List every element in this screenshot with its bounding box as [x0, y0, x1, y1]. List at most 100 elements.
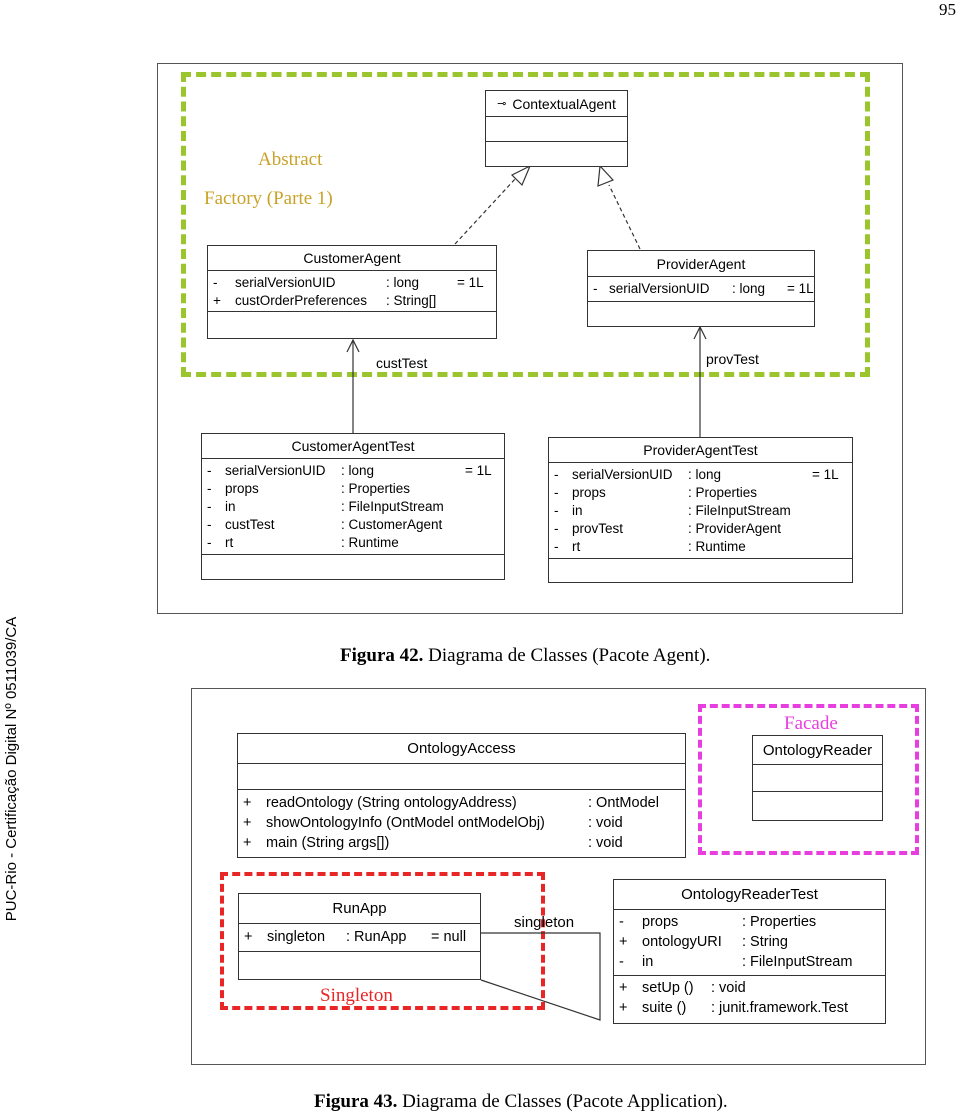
page-number: 95	[939, 0, 956, 19]
attribute-name: rt	[572, 539, 581, 554]
attributes-section: + singleton : RunApp = null	[239, 924, 480, 952]
realization-arrowhead-customer	[510, 164, 532, 187]
figure-43-caption-text: Diagrama de Classes (Pacote Application)…	[402, 1091, 728, 1112]
operations-section: + setUp () : void + suite () : junit.fra…	[614, 976, 885, 1023]
attribute-row: - rt : Runtime	[549, 538, 852, 556]
class-name: CustomerAgentTest	[291, 438, 415, 454]
operation-return-type: : void	[588, 815, 623, 831]
realization-line-customer	[454, 177, 517, 245]
operation-row: + setUp () : void	[614, 978, 885, 998]
operation-signature: suite ()	[642, 1000, 687, 1016]
visibility: -	[213, 275, 218, 290]
attribute-default: = 1L	[787, 281, 814, 296]
attribute-type: : long	[688, 467, 722, 482]
class-header: OntologyAccess	[238, 734, 685, 764]
attribute-row: + singleton : RunApp = null	[239, 927, 480, 947]
class-customer-agent: CustomerAgent - serialVersionUID : long …	[207, 245, 497, 339]
attribute-type: : Runtime	[341, 535, 399, 550]
attribute-row: - serialVersionUID : long = 1L	[549, 466, 852, 484]
visibility: +	[243, 835, 252, 851]
visibility: +	[243, 795, 252, 811]
visibility: -	[554, 485, 559, 500]
association-arrow-custtest	[346, 338, 360, 353]
realization-arrowhead-provider	[597, 164, 615, 187]
visibility: -	[207, 463, 212, 478]
attribute-name: ontologyURI	[642, 934, 722, 950]
attribute-row: - custTest : CustomerAgent	[202, 516, 504, 534]
operation-row: + suite () : junit.framework.Test	[614, 998, 885, 1018]
class-name: ContextualAgent	[512, 95, 616, 112]
attribute-name: custOrderPreferences	[235, 293, 368, 308]
attribute-type: : ProviderAgent	[688, 521, 782, 536]
custtest-association-label: custTest	[376, 355, 428, 371]
facade-region	[698, 704, 919, 855]
facade-label: Facade	[784, 713, 838, 734]
attribute-row: - props : Properties	[614, 912, 885, 932]
attribute-type: : Properties	[742, 914, 817, 930]
class-name: ProviderAgentTest	[643, 442, 758, 458]
class-name: ProviderAgent	[656, 255, 746, 272]
attribute-type: : CustomerAgent	[341, 517, 443, 532]
figure-42-caption-text: Diagrama de Classes (Pacote Agent).	[428, 645, 711, 666]
attribute-row: - in : FileInputStream	[202, 498, 504, 516]
visibility: -	[619, 954, 624, 970]
attribute-row: - provTest : ProviderAgent	[549, 520, 852, 538]
attributes-section	[486, 117, 627, 142]
visibility: +	[619, 934, 628, 950]
attribute-default: = 1L	[465, 463, 492, 478]
class-header: ProviderAgent	[588, 251, 814, 277]
attribute-row: + custOrderPreferences : String[]	[208, 292, 496, 310]
figure-43-caption-label: Figura 43.	[314, 1091, 398, 1112]
class-run-app: RunApp + singleton : RunApp = null	[238, 893, 481, 980]
singleton-region	[220, 872, 545, 1010]
singleton-label: Singleton	[320, 985, 393, 1006]
figure-42-caption: Figura 42. Diagrama de Classes (Pacote A…	[340, 645, 710, 667]
operation-row: + readOntology (String ontologyAddress) …	[238, 793, 685, 813]
visibility: -	[554, 539, 559, 554]
provtest-association-label: provTest	[706, 351, 759, 367]
abstract-factory-region	[181, 72, 870, 377]
attribute-type: : long	[341, 463, 375, 478]
attribute-row: - serialVersionUID : long = 1L	[202, 462, 504, 480]
abstract-factory-label-line2: Factory (Parte 1)	[204, 188, 333, 209]
operations-section	[239, 952, 480, 979]
class-provider-agent: ProviderAgent - serialVersionUID : long …	[587, 250, 815, 327]
operation-signature: showOntologyInfo (OntModel ontModelObj)	[266, 815, 545, 831]
class-name: OntologyReaderTest	[681, 886, 818, 903]
class-header: RunApp	[239, 894, 480, 924]
attribute-type: : FileInputStream	[742, 954, 853, 970]
class-header: ⊸ ContextualAgent	[486, 91, 627, 117]
attribute-type: : FileInputStream	[688, 503, 791, 518]
attribute-name: in	[225, 499, 236, 514]
attributes-section: - serialVersionUID : long = 1L - props :…	[549, 463, 852, 559]
attribute-row: - serialVersionUID : long = 1L	[588, 280, 814, 298]
operation-signature: main (String args[])	[266, 835, 390, 851]
attributes-section: - serialVersionUID : long = 1L	[588, 277, 814, 302]
visibility: -	[619, 914, 624, 930]
operation-row: + main (String args[]) : void	[238, 833, 685, 853]
operation-return-type: : junit.framework.Test	[711, 1000, 848, 1016]
interface-icon: ⊸	[497, 98, 507, 110]
operation-signature: readOntology (String ontologyAddress)	[266, 795, 517, 811]
class-ontology-access: OntologyAccess + readOntology (String on…	[237, 733, 686, 858]
attribute-default: = null	[431, 929, 467, 945]
class-name: OntologyAccess	[407, 740, 516, 757]
attribute-type: : Runtime	[688, 539, 746, 554]
operations-section: + readOntology (String ontologyAddress) …	[238, 790, 685, 857]
attributes-section: - serialVersionUID : long = 1L + custOrd…	[208, 271, 496, 312]
class-name: RunApp	[332, 900, 387, 917]
class-ontology-reader: OntologyReader	[752, 735, 883, 821]
attribute-row: - in : FileInputStream	[549, 502, 852, 520]
class-header: CustomerAgentTest	[202, 434, 504, 459]
attribute-name: in	[572, 503, 583, 518]
abstract-factory-label-line1: Abstract	[258, 149, 323, 170]
visibility: +	[213, 293, 221, 308]
class-provider-agent-test: ProviderAgentTest - serialVersionUID : l…	[548, 437, 853, 583]
attributes-section: - props : Properties + ontologyURI : Str…	[614, 910, 885, 976]
attribute-name: serialVersionUID	[609, 281, 710, 296]
attribute-row: - props : Properties	[202, 480, 504, 498]
class-header: ProviderAgentTest	[549, 438, 852, 463]
attribute-type: : long	[732, 281, 766, 296]
attribute-row: - in : FileInputStream	[614, 952, 885, 972]
